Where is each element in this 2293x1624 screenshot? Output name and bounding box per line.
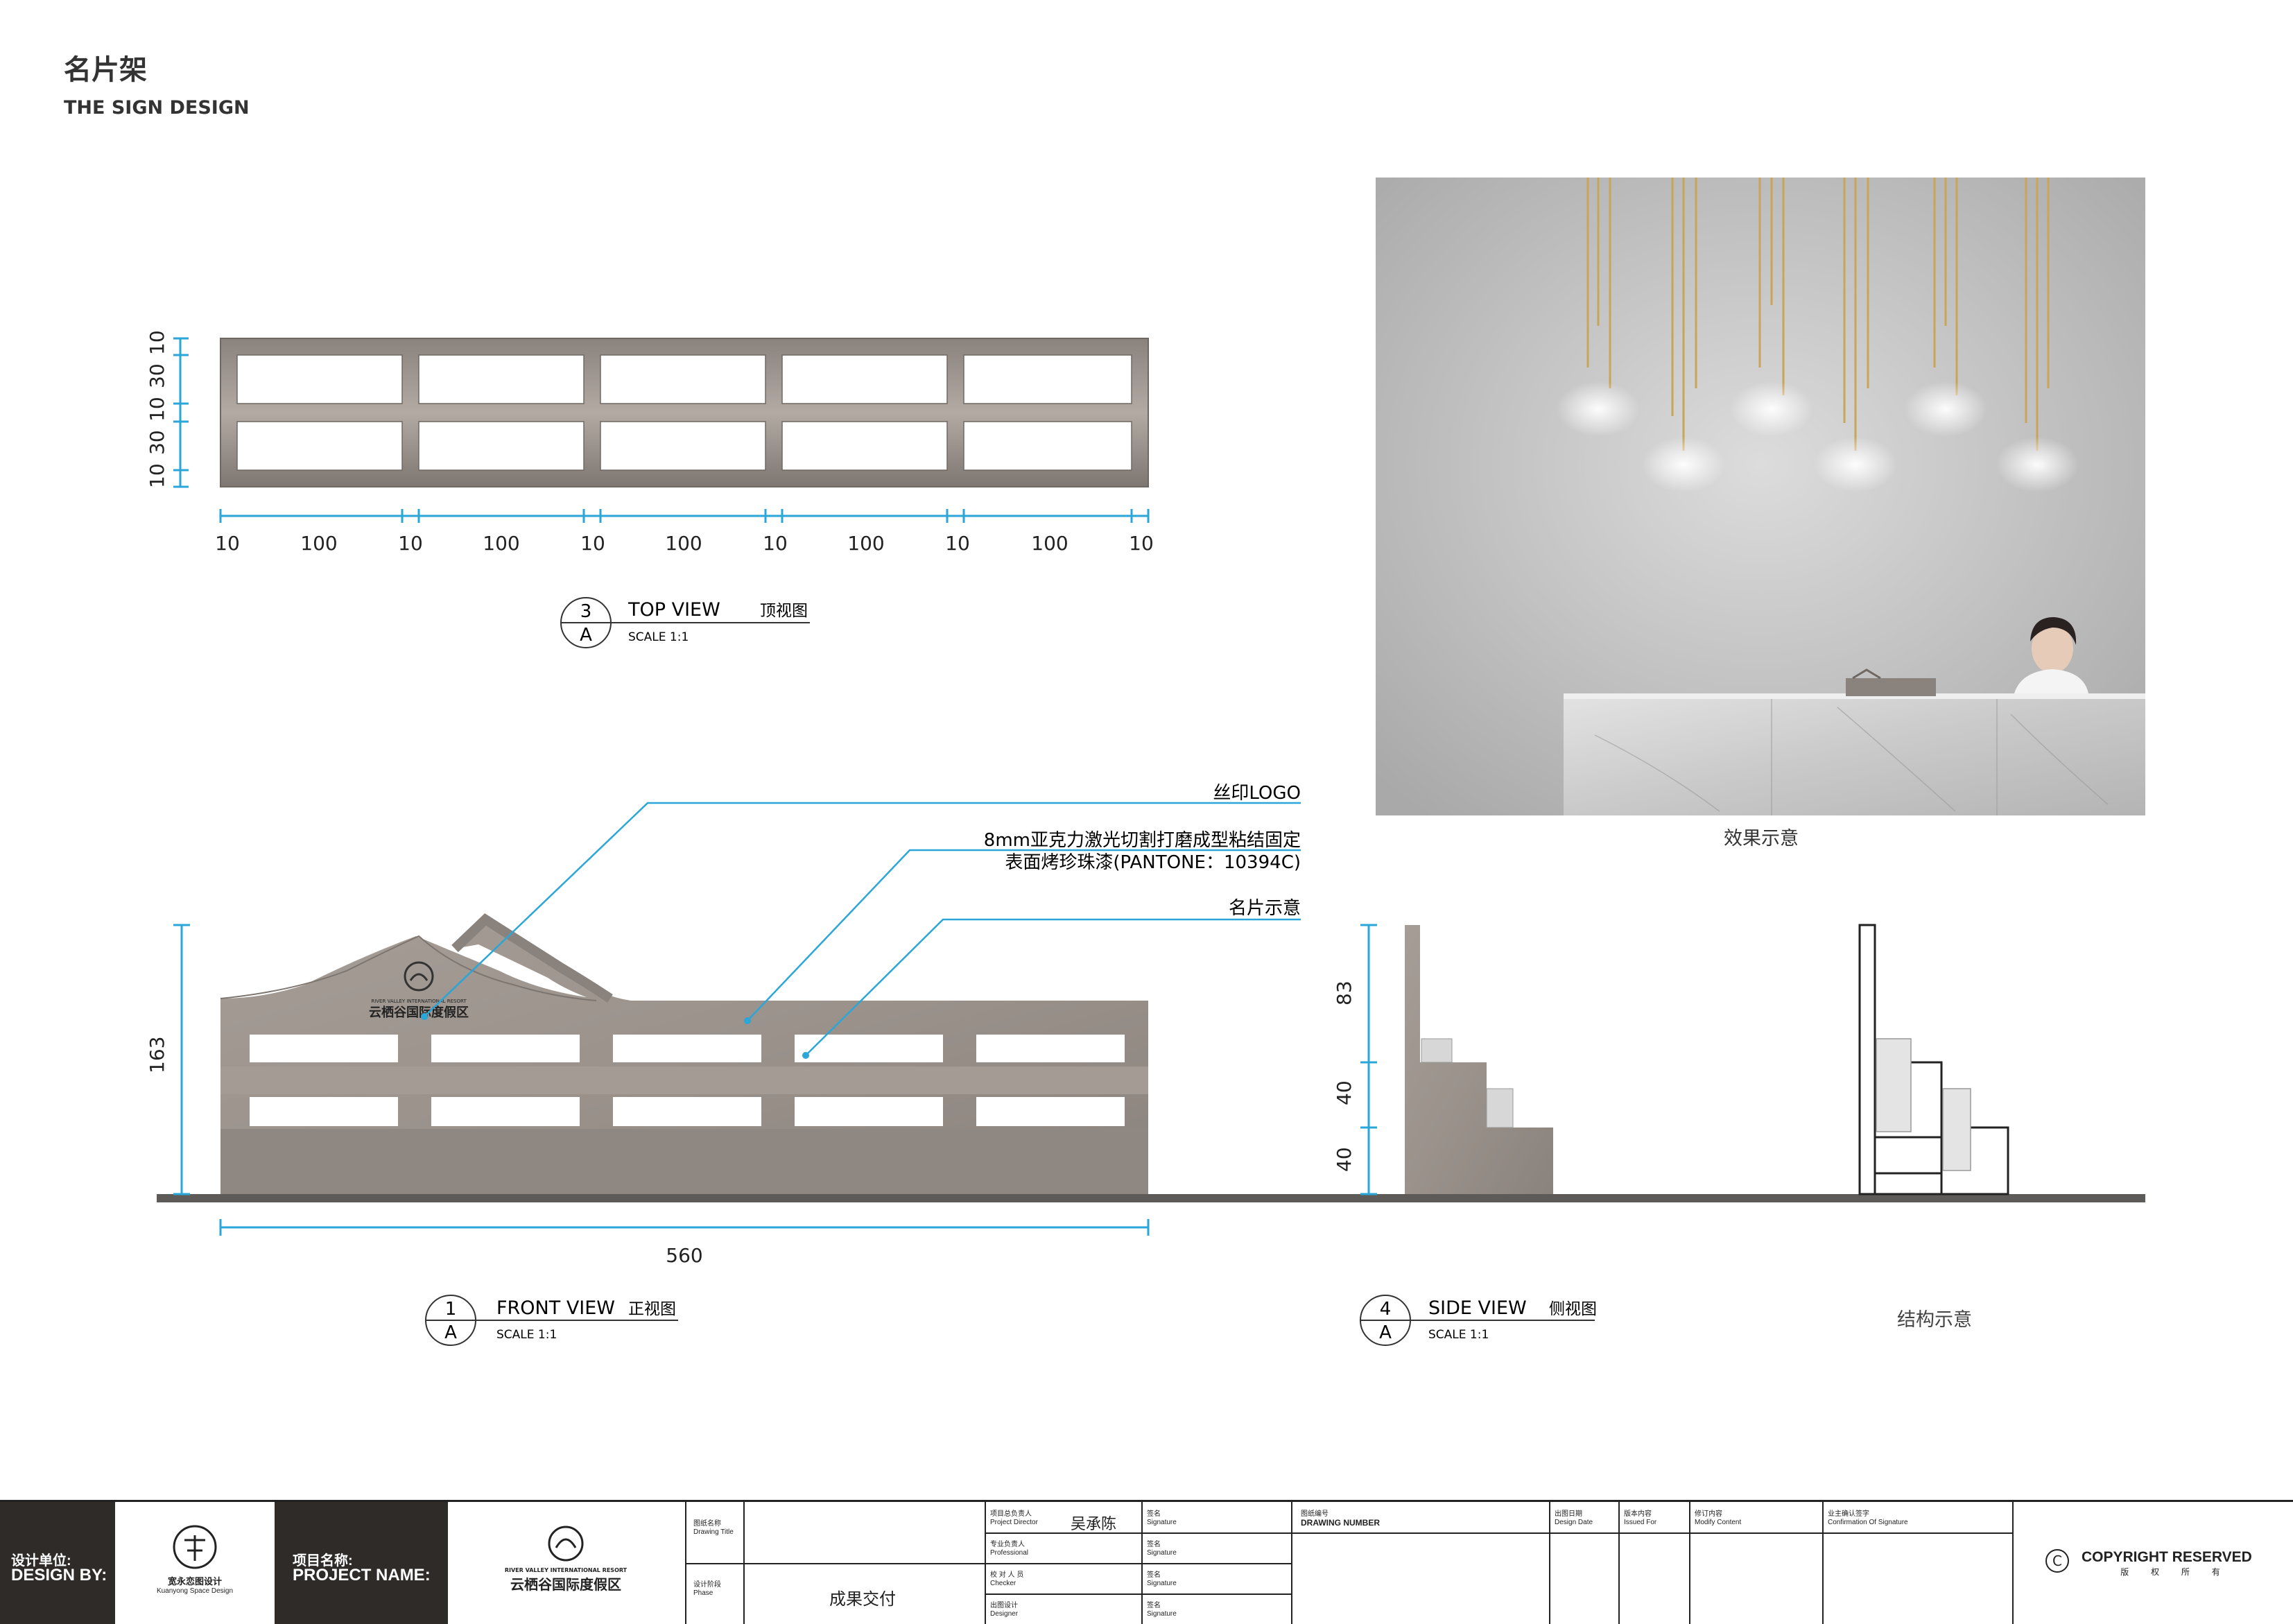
h-dim-3: 10 <box>398 532 423 555</box>
structure-diagram <box>1858 924 2009 1195</box>
project-name-label-zh: 项目名称: <box>293 1553 353 1569</box>
project-logo-zh: 云栖谷国际度假区 <box>510 1576 621 1593</box>
v-dim-3: 10 <box>146 397 168 422</box>
copyright-en: COPYRIGHT RESERVED <box>2082 1549 2252 1565</box>
side-view: 83 40 40 4 A SIDE VIEW 侧视图 SCALE 1:1 <box>1333 924 1597 1346</box>
front-view-tag: 1 A FRONT VIEW 正视图 SCALE 1:1 <box>425 1295 678 1346</box>
tag-letter: A <box>1379 1322 1392 1343</box>
project-logo-icon <box>548 1526 584 1562</box>
project-name-label-en: PROJECT NAME: <box>293 1566 431 1584</box>
view-label-zh: 顶视图 <box>760 602 808 620</box>
designer-logo-icon <box>173 1525 217 1569</box>
view-scale: SCALE 1:1 <box>628 630 689 644</box>
h-dim-8: 100 <box>847 532 884 555</box>
front-view: RIVER VALLEY INTERNATIONAL RESORT 云栖谷国际度… <box>146 783 2145 1346</box>
side-dim-2: 40 <box>1333 1080 1356 1105</box>
side-dim-3: 40 <box>1333 1147 1356 1172</box>
project-name-panel: 项目名称: PROJECT NAME: <box>275 1502 448 1624</box>
design-by-panel: 设计单位: DESIGN BY: <box>0 1502 115 1624</box>
drawing-title-label: 图纸名称 Drawing Title <box>693 1520 734 1536</box>
view-label-zh: 侧视图 <box>1549 1300 1597 1318</box>
tag-letter: A <box>580 625 592 646</box>
person-figure <box>2014 617 2088 693</box>
h-dim-10: 100 <box>1031 532 1068 555</box>
copyright-zh: 版 权 所 有 <box>2120 1567 2230 1577</box>
copyright-block: C COPYRIGHT RESERVED 版 权 所 有 <box>2045 1549 2252 1577</box>
view-scale: SCALE 1:1 <box>496 1328 557 1342</box>
phase-label: 设计阶段 Phase <box>693 1581 721 1597</box>
view-scale: SCALE 1:1 <box>1428 1328 1489 1342</box>
h-dim-2: 100 <box>300 532 337 555</box>
designer-logo-zh: 宽永恋图设计 <box>167 1577 222 1587</box>
view-label-en: FRONT VIEW <box>496 1297 615 1319</box>
h-dim-6: 100 <box>665 532 702 555</box>
phase-value: 成果交付 <box>829 1589 896 1609</box>
copyright-icon: C <box>2045 1549 2069 1573</box>
board-logo-en: RIVER VALLEY INTERNATIONAL RESORT <box>371 999 467 1004</box>
v-dim-5: 10 <box>146 463 168 488</box>
side-view-tag: 4 A SIDE VIEW 侧视图 SCALE 1:1 <box>1360 1295 1597 1346</box>
designer-logo: 宽永恋图设计 Kuanyong Space Design <box>115 1502 275 1624</box>
designer-logo-en: Kuanyong Space Design <box>156 1587 234 1595</box>
h-dim-4: 100 <box>483 532 519 555</box>
project-logo: RIVER VALLEY INTERNATIONAL RESORT 云栖谷国际度… <box>448 1502 684 1624</box>
callout-logo: 丝印LOGO <box>1213 783 1301 804</box>
logo-mark-icon <box>404 961 434 992</box>
role-director-value: 吴承陈 <box>1071 1516 1117 1533</box>
view-label-en: SIDE VIEW <box>1428 1297 1527 1319</box>
render-image <box>1376 178 2145 815</box>
view-label-en: TOP VIEW <box>628 599 720 621</box>
tag-number: 4 <box>1380 1299 1392 1320</box>
callout-card: 名片示意 <box>1229 898 1301 919</box>
v-dim-1: 10 <box>146 330 168 355</box>
project-logo-en: RIVER VALLEY INTERNATIONAL RESORT <box>504 1567 628 1573</box>
tag-number: 1 <box>445 1299 457 1320</box>
h-dim-7: 10 <box>763 532 788 555</box>
tag-letter: A <box>444 1322 457 1343</box>
design-by-label-en: DESIGN BY: <box>11 1566 107 1584</box>
title-block: 设计单位: DESIGN BY: 宽永恋图设计 Kuanyong Space D… <box>0 1500 2293 1624</box>
drawing-number-label: 图纸编号 DRAWING NUMBER <box>1301 1510 1380 1528</box>
callout-material-1: 8mm亚克力激光切割打磨成型粘结固定 <box>984 830 1301 851</box>
front-width-dim: 560 <box>666 1244 702 1267</box>
h-dim-9: 10 <box>945 532 970 555</box>
h-dim-11: 10 <box>1129 532 1154 555</box>
callout-material-2: 表面烤珍珠漆(PANTONE：10394C) <box>1005 852 1301 873</box>
structure-caption: 结构示意 <box>1897 1309 1972 1331</box>
view-label-zh: 正视图 <box>628 1300 676 1318</box>
tag-number: 3 <box>580 601 592 622</box>
top-view: 10 30 10 30 10 10 100 10 100 10 100 10 1… <box>146 330 1154 648</box>
page-title: 名片架 <box>64 54 147 86</box>
v-dim-2: 30 <box>146 363 168 388</box>
page-subtitle: THE SIGN DESIGN <box>64 97 250 119</box>
board-logo-zh: 云栖谷国际度假区 <box>369 1005 469 1020</box>
top-view-tag: 3 A TOP VIEW 顶视图 SCALE 1:1 <box>560 597 810 648</box>
render-caption: 效果示意 <box>1724 828 1799 849</box>
h-dim-1: 10 <box>215 532 240 555</box>
front-height-dim: 163 <box>146 1037 168 1073</box>
design-by-label-zh: 设计单位: <box>11 1553 71 1569</box>
v-dim-4: 30 <box>146 430 168 455</box>
side-dim-1: 83 <box>1333 981 1356 1005</box>
h-dim-5: 10 <box>580 532 605 555</box>
